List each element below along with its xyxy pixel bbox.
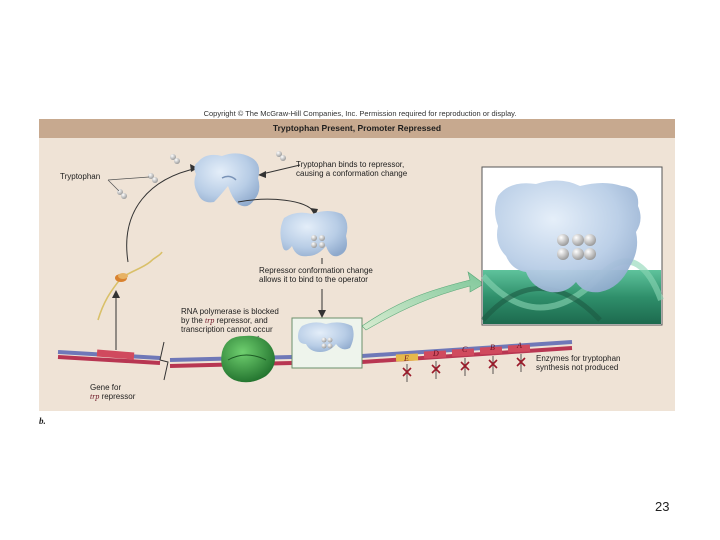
cycle-arrow-up xyxy=(126,167,199,263)
x-mark-a xyxy=(516,354,526,372)
gene-label-line2: trp repressor xyxy=(90,392,135,401)
figure-header-bar xyxy=(39,119,675,138)
page-number: 23 xyxy=(655,499,670,514)
tryptophan-label: Tryptophan xyxy=(60,172,101,181)
rna-polymerase-label: RNA polymerase is blocked by the trp rep… xyxy=(181,307,279,334)
gene-letter-c: C xyxy=(462,345,468,354)
repressor-inactive xyxy=(194,153,260,207)
gene-letter-d: D xyxy=(433,349,439,358)
enzymes-label-line1: Enzymes for tryptophan xyxy=(536,354,621,363)
zoom-arrow xyxy=(361,271,485,331)
rnap-label-line1: RNA polymerase is blocked xyxy=(181,307,279,316)
enzymes-label: Enzymes for tryptophan synthesis not pro… xyxy=(536,354,620,372)
x-mark-c xyxy=(460,358,470,376)
x-mark-b xyxy=(488,356,498,374)
tryptophan-molecules xyxy=(107,151,286,199)
rnap-label-line2-pre: by the xyxy=(181,316,206,325)
rna-polymerase xyxy=(221,335,275,383)
binds-label-line1: Tryptophan binds to repressor, xyxy=(296,160,405,169)
binds-arrow xyxy=(261,164,301,175)
trp-repressor-gene xyxy=(96,349,135,360)
repressor-mrna xyxy=(97,251,163,321)
gene-label-line2-post: repressor xyxy=(99,392,136,401)
binds-label-line2: causing a conformation change xyxy=(296,169,408,178)
gene-letter-a: A xyxy=(517,341,522,350)
gene-label-line1: Gene for xyxy=(90,383,122,392)
binds-label: Tryptophan binds to repressor, causing a… xyxy=(296,160,407,178)
rnap-label-line2-post: repressor, and xyxy=(214,316,268,325)
rnap-label-gene: trp xyxy=(205,316,215,325)
blocked-transcription-marks xyxy=(402,354,526,382)
x-mark-d xyxy=(431,361,441,379)
conformation-label-line1: Repressor conformation change xyxy=(259,266,373,275)
gene-label-gene: trp xyxy=(90,392,100,401)
x-mark-e xyxy=(402,364,412,382)
gene-label: Gene for trp repressor xyxy=(90,383,135,401)
figure-title: Tryptophan Present, Promoter Repressed xyxy=(272,123,442,133)
panel-letter: b. xyxy=(39,416,46,426)
operator-zoom-inset xyxy=(480,166,664,326)
repressor-active xyxy=(280,211,348,257)
copyright-notice: Copyright © The McGraw-Hill Companies, I… xyxy=(203,109,517,118)
conformation-label-line2: allows it to bind to the operator xyxy=(259,275,368,284)
operator-inset-box xyxy=(291,317,363,369)
gene-letter-e: E xyxy=(404,354,409,363)
rnap-label-line3: transcription cannot occur xyxy=(181,325,273,334)
rnap-label-line2: by the trp repressor, and xyxy=(181,316,279,325)
conformation-label: Repressor conformation change allows it … xyxy=(259,266,373,284)
enzymes-label-line2: synthesis not produced xyxy=(536,363,619,372)
dna-break-mark xyxy=(159,341,169,381)
gene-letter-b: B xyxy=(490,343,495,352)
